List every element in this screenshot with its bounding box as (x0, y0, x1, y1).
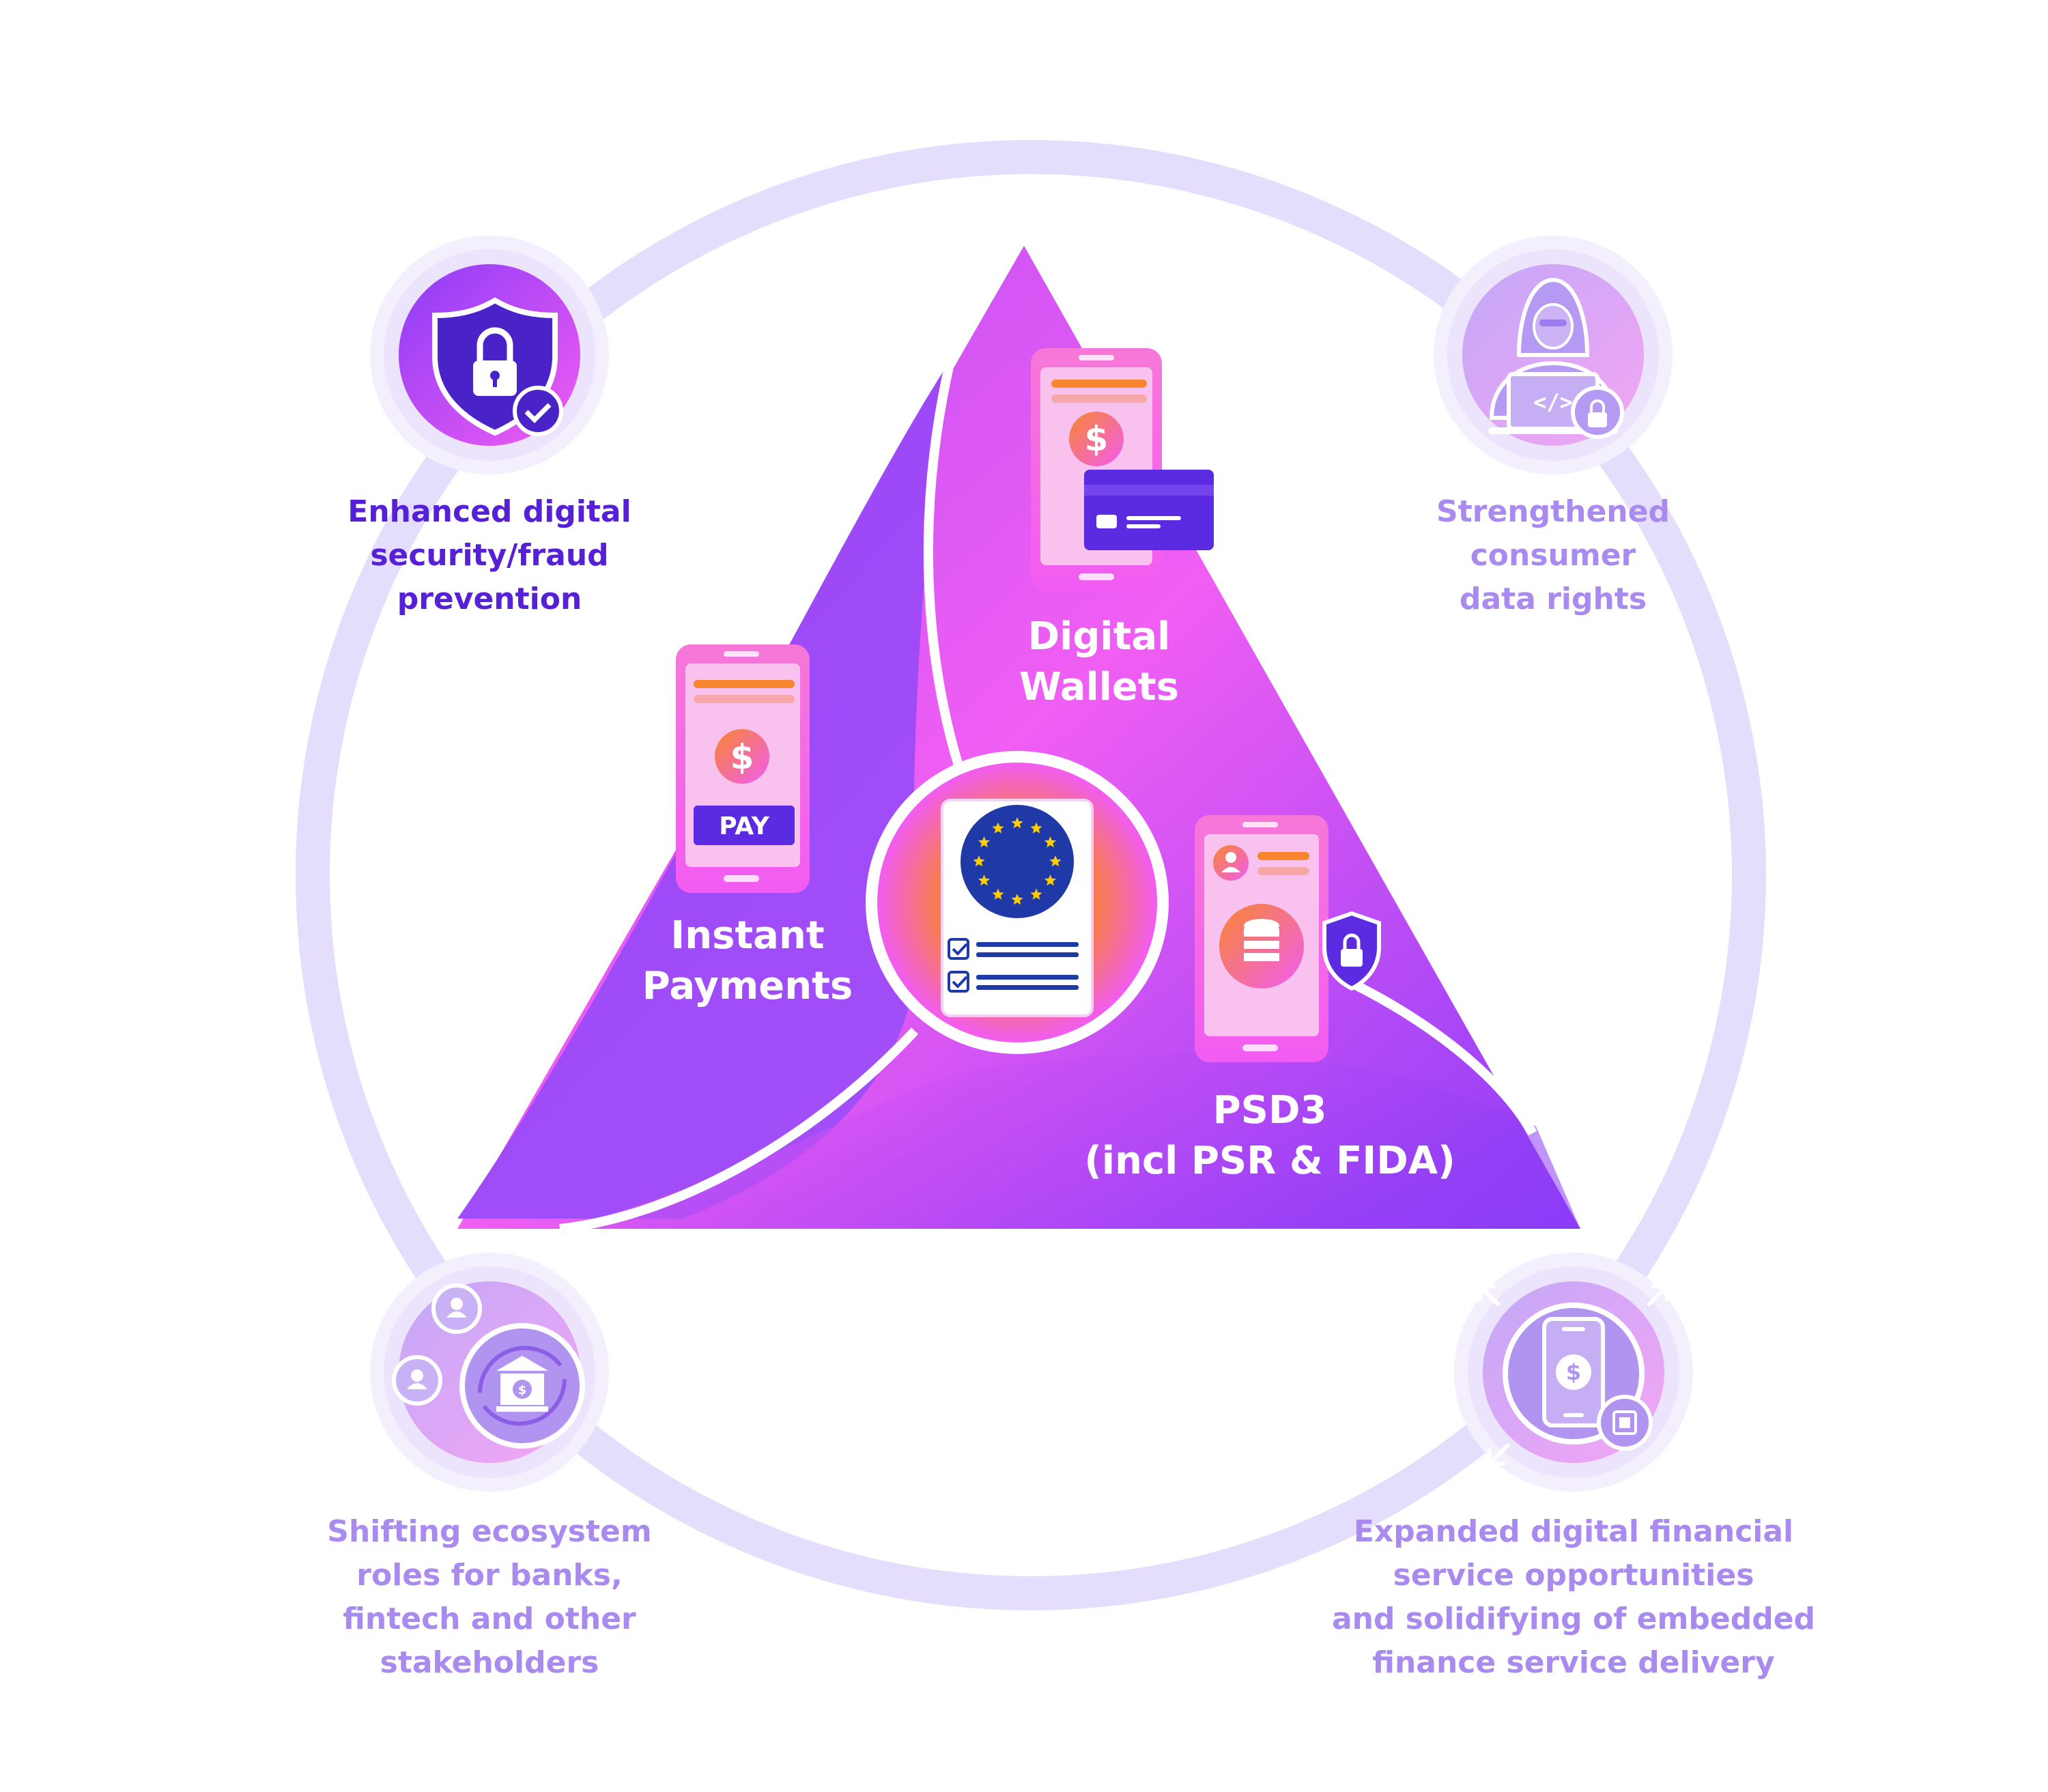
caption-bottom-right-line-3: and solidifying of embedded (1331, 1602, 1816, 1636)
digital-wallets-phone-icon: $ (1031, 348, 1214, 591)
phone-dollar-chip-icon: $ (1454, 1253, 1693, 1492)
caption-top-right-line-3: data rights (1459, 582, 1647, 616)
eu-star-icon (1049, 855, 1062, 867)
caption-bottom-left-line-3: fintech and other (343, 1602, 636, 1636)
svg-text:$: $ (730, 737, 754, 777)
eu-document-icon (866, 751, 1169, 1054)
caption-top-left-line-1: Enhanced digital (347, 494, 631, 529)
instant-payments-phone-icon: $ PAY (676, 644, 810, 893)
svg-text:$: $ (1085, 419, 1109, 459)
eu-star-icon (1030, 888, 1042, 900)
eu-star-icon (973, 855, 985, 867)
psd3-phone-icon (1195, 815, 1381, 1062)
eu-star-icon (978, 836, 991, 848)
svg-text:$: $ (1566, 1359, 1581, 1385)
eu-star-icon (1011, 817, 1023, 829)
central-triangle (457, 246, 1580, 1234)
caption-bottom-right-line-4: finance service delivery (1372, 1645, 1775, 1680)
eu-star-icon (1030, 822, 1042, 834)
caption-top-left-line-2: security/fraud (370, 538, 609, 573)
pay-button-label: PAY (719, 812, 769, 840)
caption-bottom-left-line-2: roles for banks, (356, 1558, 623, 1593)
eu-star-icon (992, 888, 1004, 900)
instant-payments-label: Instant Payments (611, 911, 884, 1012)
digital-wallets-line-2: Wallets (1019, 665, 1180, 709)
caption-bottom-right-line-1: Expanded digital financial (1353, 1514, 1794, 1549)
outer-ring (296, 140, 1766, 1610)
psd3-line-2: (incl PSR & FIDA) (1084, 1139, 1455, 1183)
eu-star-icon (992, 822, 1004, 834)
caption-bottom-right-line-2: service opportunities (1393, 1558, 1754, 1593)
eu-star-icon (978, 874, 991, 886)
caption-top-right-line-1: Strengthened (1436, 494, 1670, 529)
svg-text:</>: </> (1533, 389, 1573, 415)
eu-star-icon (1011, 894, 1023, 905)
caption-top-left: Enhanced digital security/fraud preventi… (285, 490, 694, 621)
eu-star-icon (1044, 874, 1057, 886)
svg-text:$: $ (518, 1383, 527, 1397)
caption-bottom-left-line-4: stakeholders (380, 1645, 599, 1680)
caption-top-right-line-2: consumer (1470, 538, 1636, 573)
hacker-laptop-icon: </> (1434, 236, 1673, 474)
shield-lock-icon (370, 236, 609, 474)
digital-wallets-line-1: Digital (1027, 614, 1171, 659)
caption-top-right: Strengthened consumer data rights (1348, 490, 1758, 621)
caption-bottom-left-line-1: Shifting ecosystem (327, 1514, 652, 1549)
bank-ecosystem-icon: $ (370, 1253, 609, 1492)
caption-bottom-right: Expanded digital financial service oppor… (1300, 1510, 1847, 1685)
instant-payments-line-1: Instant (670, 913, 825, 958)
caption-bottom-left: Shifting ecosystem roles for banks, fint… (285, 1510, 694, 1685)
digital-wallets-label: Digital Wallets (963, 612, 1236, 713)
psd3-label: PSD3 (incl PSR & FIDA) (1065, 1085, 1475, 1186)
caption-top-left-line-3: prevention (397, 582, 582, 616)
eu-star-icon (1044, 836, 1057, 848)
instant-payments-line-2: Payments (642, 964, 853, 1008)
psd3-line-1: PSD3 (1212, 1088, 1327, 1133)
